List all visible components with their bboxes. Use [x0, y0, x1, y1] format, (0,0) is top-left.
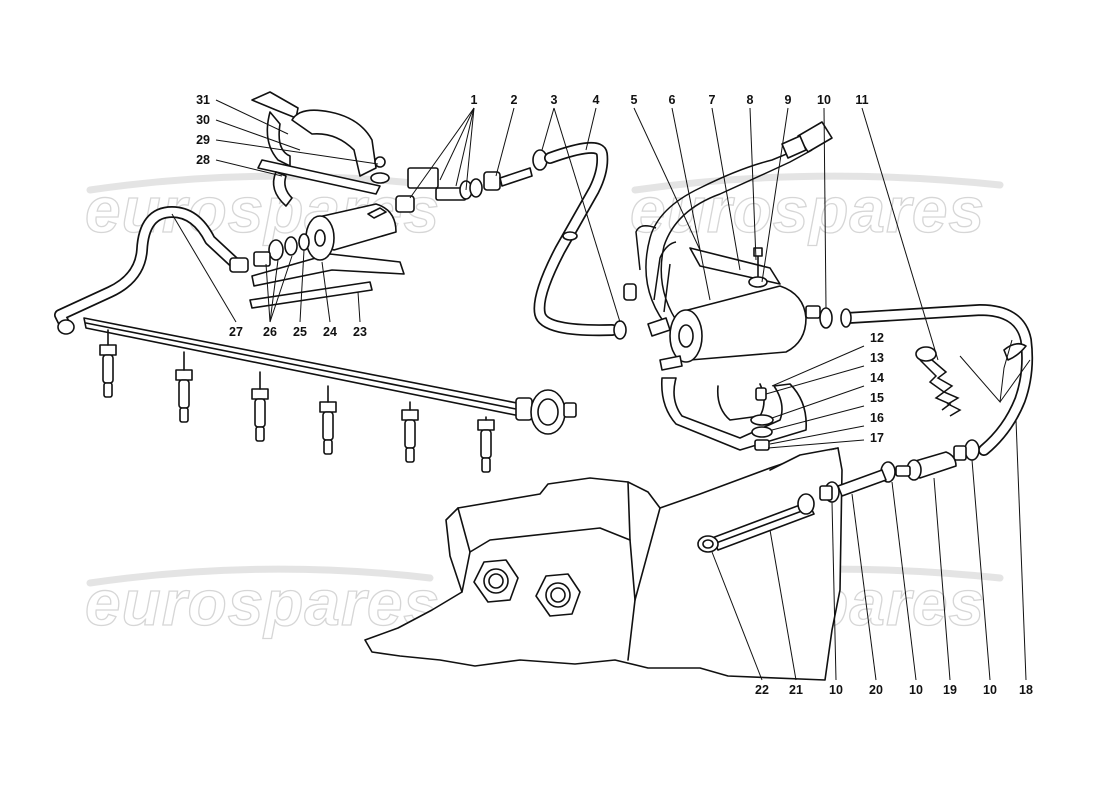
callout-10-c: 10	[983, 683, 997, 697]
inline-filter-19	[906, 451, 957, 481]
callout-10-a: 10	[829, 683, 843, 697]
callout-31: 31	[196, 93, 210, 107]
callout-28: 28	[196, 153, 210, 167]
fuel-pump-assembly	[623, 121, 833, 451]
callout-16: 16	[870, 411, 884, 425]
callout-26: 26	[263, 325, 277, 339]
callout-25: 25	[293, 325, 307, 339]
fuel-filter-assembly	[249, 91, 548, 309]
callout-2: 2	[511, 93, 518, 107]
fuel-injector-4	[319, 385, 337, 455]
callout-23: 23	[353, 325, 367, 339]
leader-lines	[171, 99, 1031, 681]
callout-27: 27	[229, 325, 243, 339]
callout-6: 6	[669, 93, 676, 107]
fuel-injector-5	[401, 401, 419, 463]
fuel-injector-1	[99, 329, 117, 398]
callout-labels: 1 2 3 4 5 6 7 8 9 10 11 31 30 29 28 12 1…	[196, 93, 1033, 697]
fuel-injector-2	[175, 351, 193, 423]
fuel-injector-6	[477, 416, 495, 473]
callout-14: 14	[870, 371, 884, 385]
tank-filler-neck-right	[535, 573, 581, 617]
rail-pressure-regulator	[515, 389, 577, 435]
callout-19: 19	[943, 683, 957, 697]
pump-terminal	[647, 317, 671, 337]
pump-mount-hardware-13-17	[750, 387, 774, 451]
callout-10-b: 10	[909, 683, 923, 697]
callout-3: 3	[551, 93, 558, 107]
callout-8: 8	[747, 93, 754, 107]
callout-22: 22	[755, 683, 769, 697]
hose-27	[54, 206, 249, 335]
hose-4	[533, 142, 627, 340]
strainer-22	[697, 535, 719, 553]
callout-24: 24	[323, 325, 337, 339]
tank-pickup-line	[697, 439, 980, 553]
fitting-2	[483, 167, 533, 191]
watermark-top-right: eurospares	[630, 174, 985, 246]
callout-5: 5	[631, 93, 638, 107]
callout-30: 30	[196, 113, 210, 127]
watermark-bottom-left: eurospares	[85, 567, 440, 639]
pipe-20	[837, 469, 887, 497]
callout-15: 15	[870, 391, 884, 405]
callout-21: 21	[789, 683, 803, 697]
fuel-injector-3	[251, 371, 269, 442]
callout-9: 9	[785, 93, 792, 107]
fuel-tank	[364, 447, 843, 681]
clip-10-pump	[819, 307, 833, 329]
filter-seals-25-26	[253, 233, 310, 267]
callout-20: 20	[869, 683, 883, 697]
wiring-connector	[781, 121, 833, 159]
callout-11: 11	[855, 93, 868, 107]
callout-4: 4	[593, 93, 600, 107]
callout-12: 12	[870, 331, 884, 345]
callout-10-top: 10	[817, 93, 831, 107]
fuel-rail-assembly	[83, 317, 577, 473]
callout-18: 18	[1019, 683, 1033, 697]
fitting-3-bottom	[613, 320, 627, 340]
callout-29: 29	[196, 133, 210, 147]
filter-outlet-union-1	[367, 167, 483, 219]
callout-7: 7	[709, 93, 716, 107]
clip-10-a	[964, 439, 980, 461]
tank-filler-neck-left	[473, 559, 519, 603]
callout-1: 1	[471, 93, 478, 107]
pickup-tube-21	[711, 493, 815, 551]
filter-clamp-28-31	[251, 91, 390, 207]
terminal-lead	[623, 283, 637, 301]
corrugated-hose-11	[915, 346, 962, 417]
strap-23	[249, 281, 373, 309]
fuel-pump-6	[669, 285, 821, 363]
callout-13: 13	[870, 351, 884, 365]
callout-17: 17	[870, 431, 884, 445]
pump-mount-cradle	[659, 355, 807, 451]
